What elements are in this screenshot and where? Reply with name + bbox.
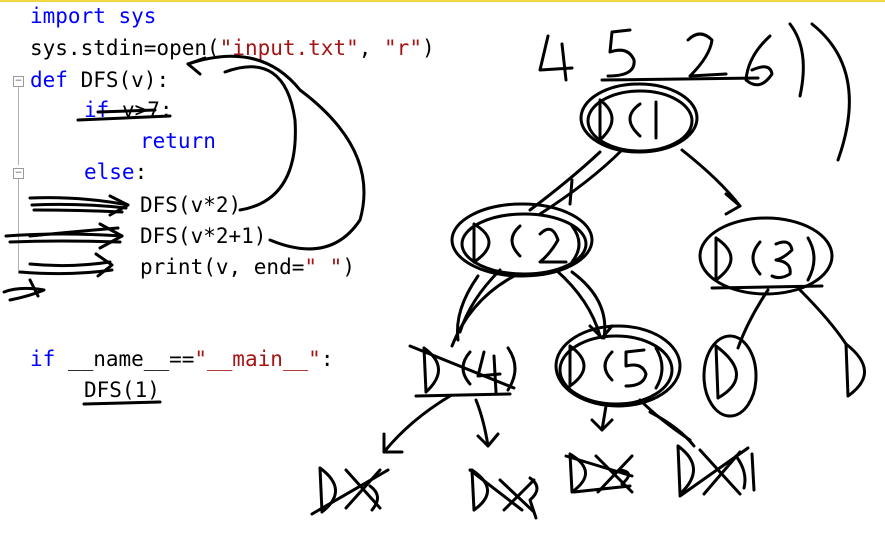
fold-guide-line — [18, 179, 19, 274]
edge-d1-d2 — [528, 150, 602, 212]
code-line-6: else: — [84, 160, 148, 184]
node-d3-label — [714, 236, 816, 282]
leaf-d11-strike — [678, 446, 750, 498]
code-line-9: print(v, end=" ") — [140, 255, 355, 279]
margin-arrow-2 — [4, 232, 124, 238]
edge-d5-d10 — [600, 404, 608, 432]
leaf-d10-strike — [572, 484, 632, 494]
edge-d3-d7 — [798, 288, 848, 346]
node-d3-underline — [710, 284, 824, 290]
edge-d1-d3 — [724, 192, 742, 216]
digit-5 — [606, 28, 636, 78]
margin-arrow-3 — [28, 260, 112, 268]
digit-1 — [788, 22, 805, 98]
recursion-return-arc — [186, 54, 366, 251]
margin-arrow-3 — [18, 268, 114, 276]
node-d1-circle — [586, 89, 694, 153]
margin-arrow-2 — [98, 222, 124, 250]
code-line-11: DFS(1) — [84, 378, 160, 402]
node-d6-label — [714, 344, 738, 400]
edge-d4-d9 — [474, 398, 490, 448]
edge-d3-d6 — [736, 288, 770, 350]
node-d4-underline — [414, 392, 512, 398]
edge-d4-d8 — [382, 432, 404, 454]
digit-4 — [538, 34, 574, 82]
margin-arrow-3 — [94, 252, 114, 278]
node-d7-label — [844, 342, 866, 398]
margin-arrow-2 — [8, 239, 122, 244]
node-d5-circle — [554, 324, 682, 408]
code-line-10: if __name__=="__main__": — [30, 347, 334, 371]
node-d5-label — [568, 344, 664, 390]
node-d3-circle — [698, 216, 834, 296]
digit-2 — [686, 32, 728, 78]
node-d5-circle — [558, 334, 674, 406]
code-line-3: def DFS(v): — [30, 68, 170, 92]
fold-guide-line — [18, 87, 19, 165]
leaf-d10-label — [568, 452, 634, 494]
leaf-d9-label — [470, 468, 539, 520]
edge-d2-d4 — [450, 274, 516, 348]
node-d2-circle — [460, 212, 588, 276]
node-d6-circle — [702, 334, 758, 418]
leaf-d10-strike — [564, 454, 634, 478]
underline-if-stroke — [96, 108, 157, 114]
node-d1-label — [598, 98, 658, 142]
edge-d1-d2 — [568, 178, 574, 206]
edge-d2-d5 — [554, 268, 602, 338]
edge-d4-d9 — [476, 432, 500, 448]
recursion-return-arc — [186, 56, 207, 76]
node-d2-circle — [450, 202, 594, 278]
leaf-d11-label — [676, 444, 756, 496]
node-d2-label — [472, 222, 581, 264]
underline-if-stroke — [76, 114, 172, 122]
edge-d2-d5 — [570, 270, 607, 340]
recursion-return-arc — [223, 65, 297, 212]
margin-arrow-1 — [32, 208, 124, 214]
node-d4-strike — [408, 344, 516, 390]
edge-d5-d11 — [648, 410, 696, 448]
code-line-8: DFS(v*2+1) — [140, 224, 267, 248]
code-line-1: import sys — [30, 4, 157, 28]
margin-arrow-1 — [28, 196, 130, 207]
edge-d4-d8 — [382, 394, 452, 454]
margin-arrow-1 — [30, 202, 128, 210]
margin-arrow-1 — [108, 194, 130, 217]
code-line-7: DFS(v*2) — [140, 193, 242, 217]
underline-dfs-call-stroke — [82, 400, 162, 406]
code-line-5: return — [140, 129, 216, 153]
edge-d5-d10 — [590, 418, 614, 432]
digit-underline — [600, 76, 760, 82]
leaf-d9-strike — [468, 468, 524, 512]
fold-toggle-def[interactable]: − — [13, 76, 24, 87]
code-line-2: sys.stdin=open("input.txt", "r") — [30, 36, 435, 60]
leaf-d8-strike — [310, 468, 390, 516]
edge-d1-d2 — [538, 148, 624, 216]
margin-scribble — [28, 278, 40, 298]
fold-toggle-else[interactable]: − — [13, 168, 24, 179]
leaf-d8-label — [318, 466, 382, 514]
editor-top-border — [0, 0, 885, 2]
margin-scribble — [2, 286, 46, 302]
digit-6 — [744, 34, 774, 87]
digit-1-extra — [810, 22, 851, 162]
